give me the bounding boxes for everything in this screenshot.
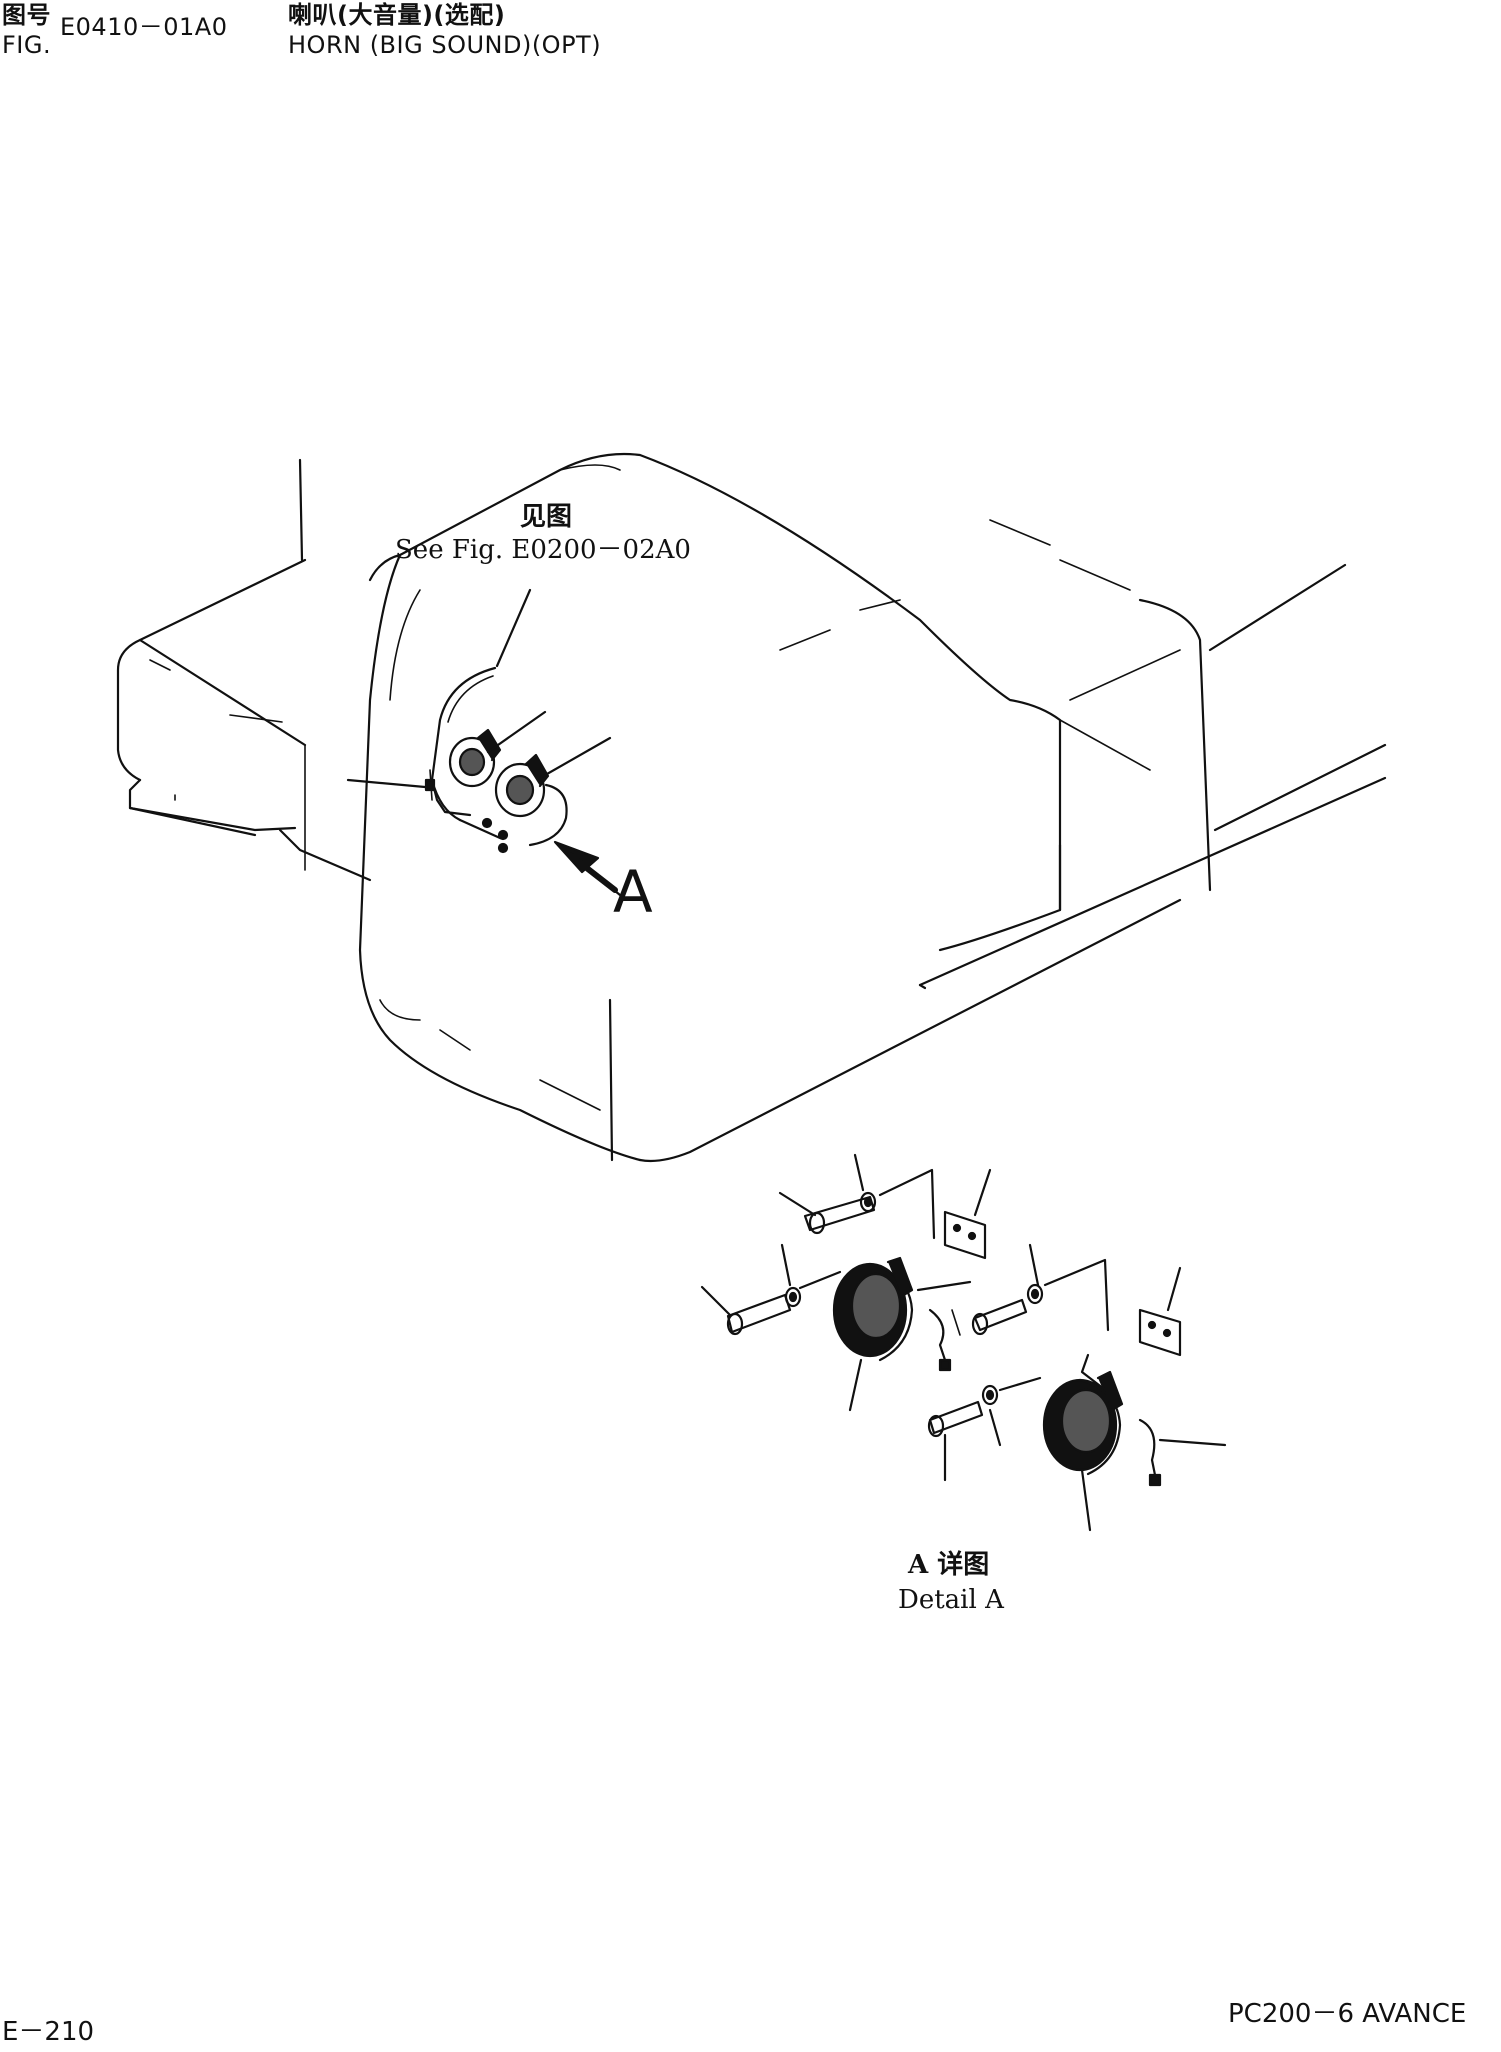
- detail-a-en: Detail A: [898, 1585, 1004, 1615]
- page-number: E－210: [2, 2017, 95, 2047]
- model-name: PC200－6 AVANCE: [1228, 1999, 1467, 2029]
- title-en: HORN (BIG SOUND)(OPT): [288, 31, 602, 59]
- see-figure-en: See Fig. E0200－02A0: [395, 535, 691, 565]
- detail-a-cn: A 详图: [908, 1550, 990, 1580]
- detail-a-exploded: [700, 1153, 1227, 1532]
- fig-number: E0410－01A0: [60, 13, 228, 41]
- counterweight-outline: [116, 452, 1387, 1163]
- fig-cn-label: 图号: [2, 1, 51, 29]
- view-label-a: A: [613, 858, 653, 926]
- view-arrow-a: [553, 840, 622, 897]
- title-cn: 喇叭(大音量)(选配): [288, 1, 506, 29]
- fig-en-label: FIG.: [2, 31, 52, 59]
- horn-assembly-mounted: [346, 588, 612, 854]
- see-figure-cn: 见图: [520, 502, 573, 532]
